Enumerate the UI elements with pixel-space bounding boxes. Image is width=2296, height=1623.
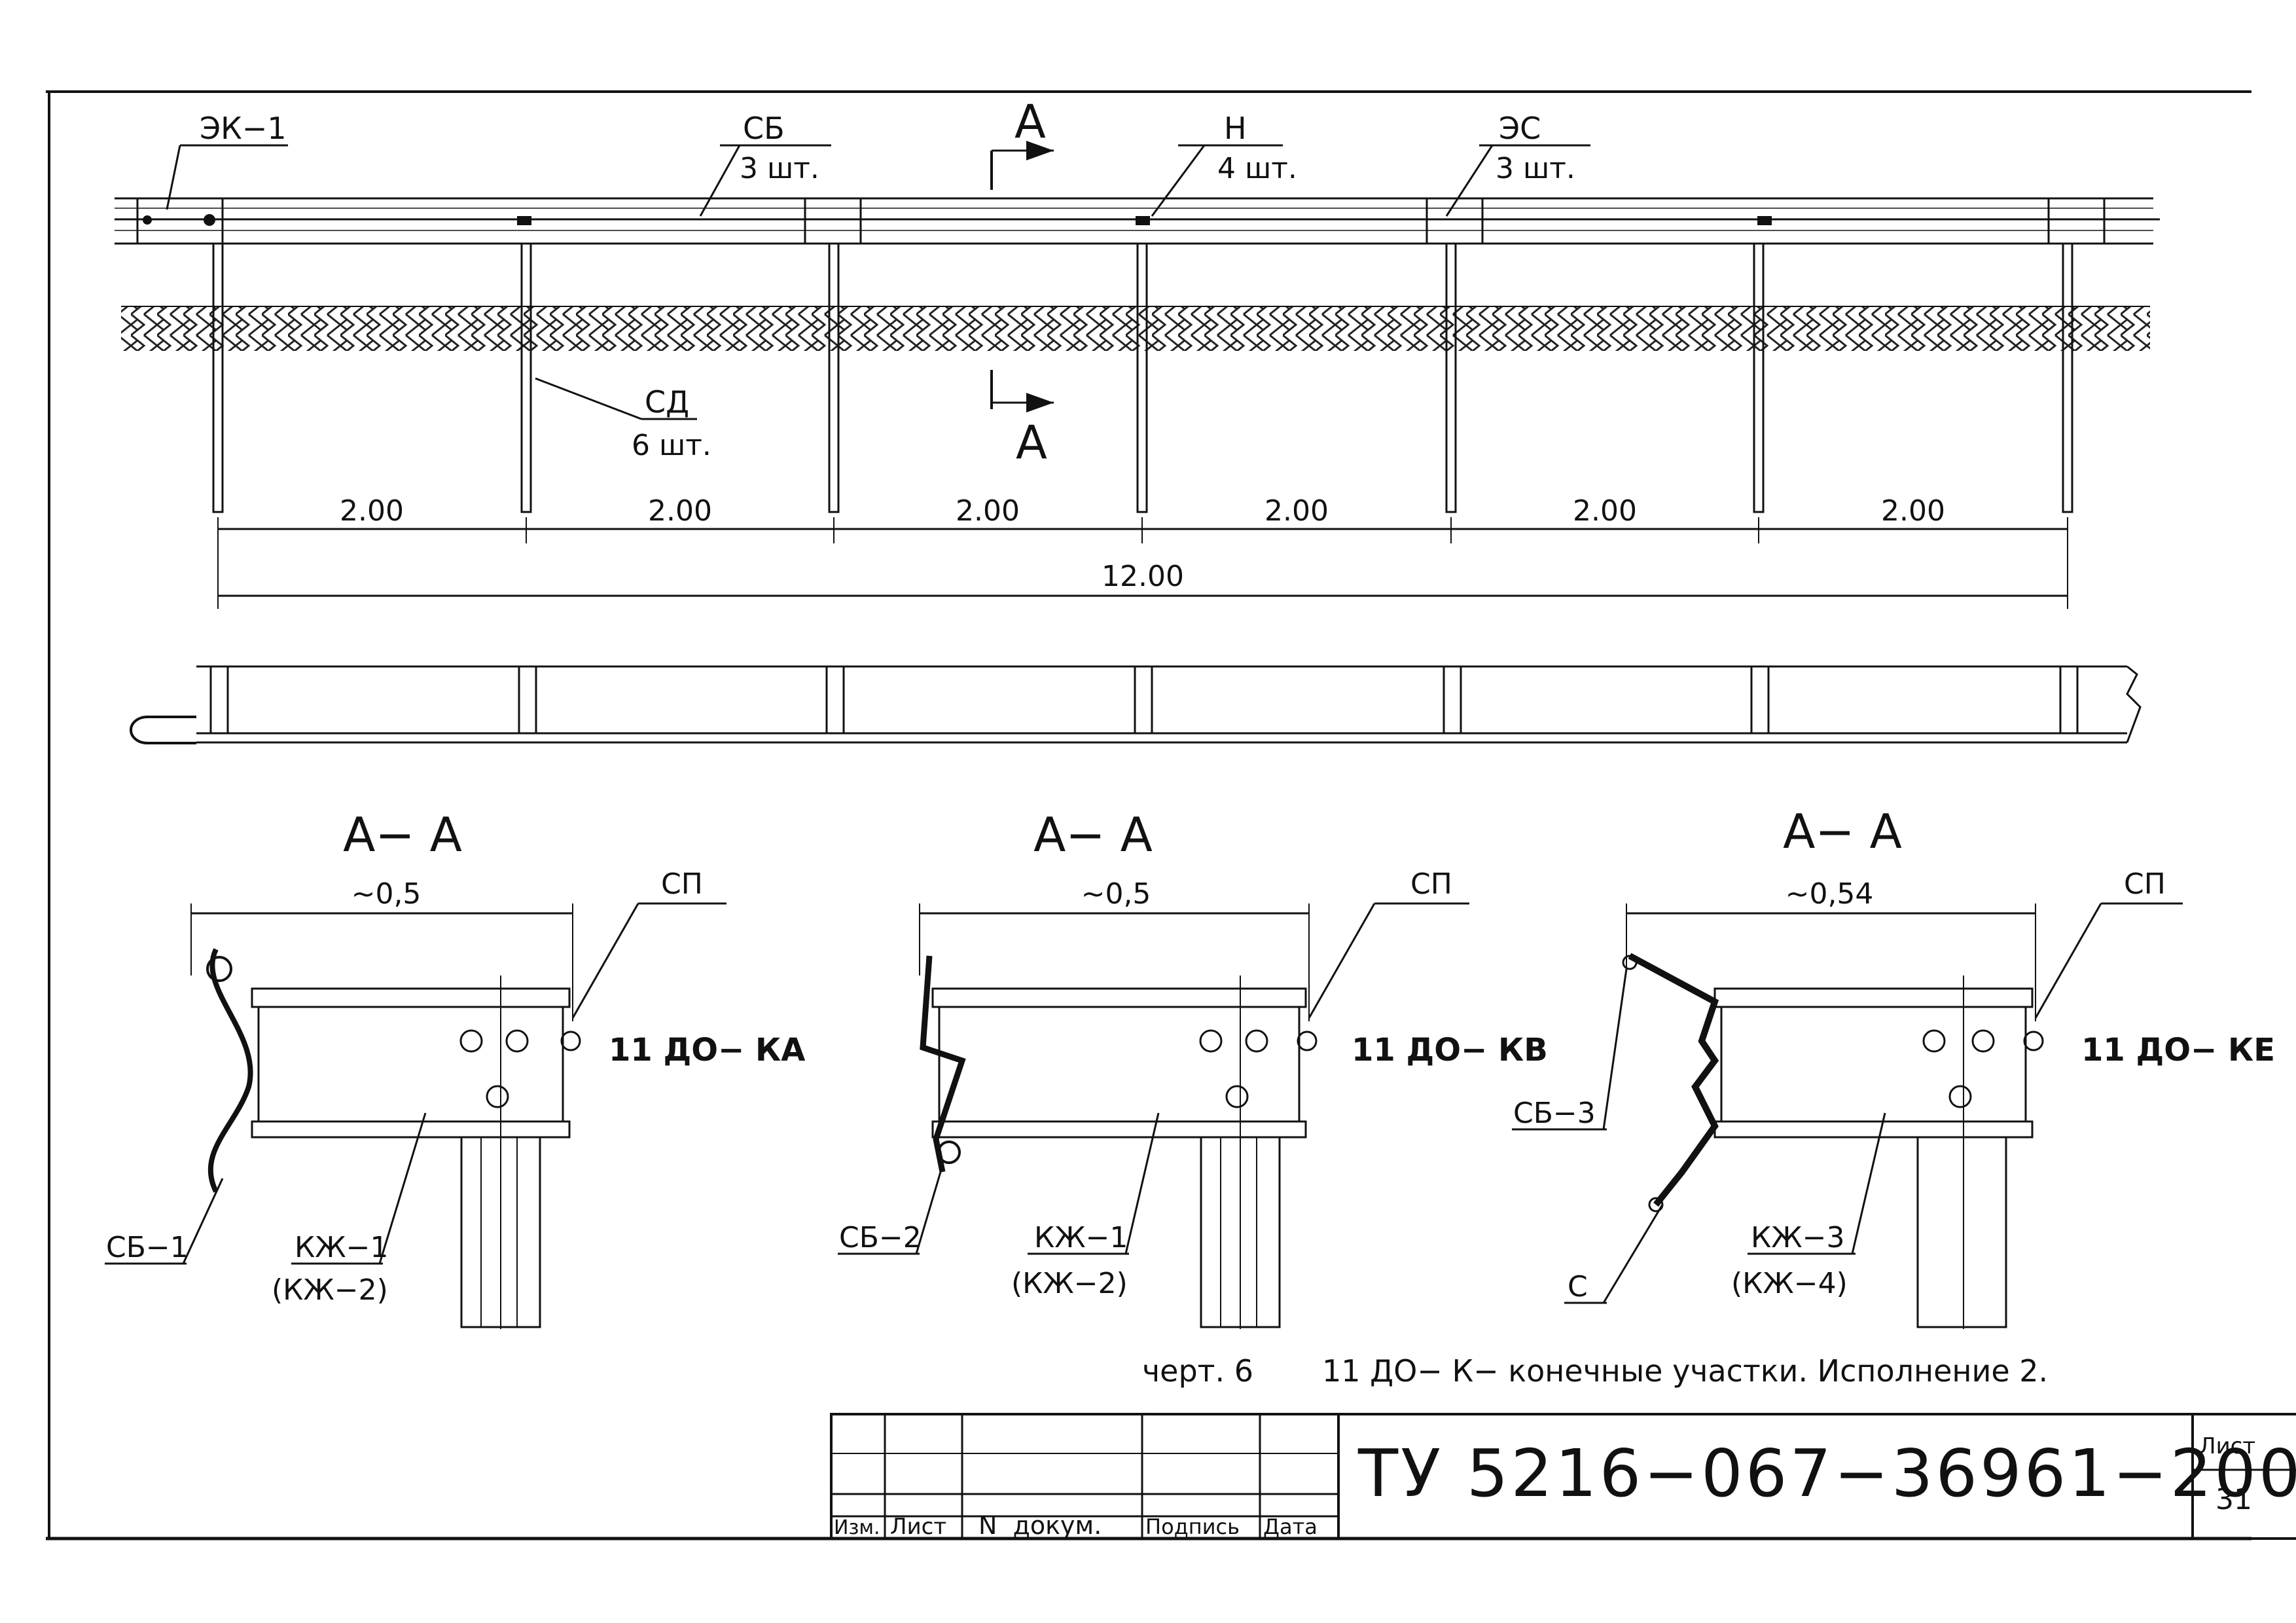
dim-total: 12.00 xyxy=(1102,560,1184,593)
callout-n: Н 4 шт. xyxy=(1151,111,1297,217)
col-podpis: Подпись xyxy=(1145,1514,1240,1539)
dim-span-2: 2.00 xyxy=(648,494,712,528)
col-doc: N докум. xyxy=(978,1511,1102,1540)
section-ke-console: КЖ−3 xyxy=(1751,1221,1845,1254)
dimension-chain: 2.00 2.00 2.00 2.00 2.00 2.00 12.00 xyxy=(217,494,2068,609)
label-sb: СБ xyxy=(743,111,785,146)
posts xyxy=(212,242,2073,513)
label-es: ЭС xyxy=(1499,111,1541,146)
section-ka-code: 11 ДО− КА xyxy=(609,1032,805,1068)
section-ka-beam: СБ−1 xyxy=(106,1231,188,1264)
sheet-label: Лист xyxy=(2199,1433,2255,1459)
section-ke-beam: СБ−3 xyxy=(1513,1097,1596,1130)
dim-span-5: 2.00 xyxy=(1573,494,1637,528)
section-marker-bottom: А xyxy=(990,370,1054,469)
guard-rail-beam xyxy=(115,197,2160,245)
label-ek1: ЭК−1 xyxy=(200,111,287,146)
dim-span-3: 2.00 xyxy=(956,494,1020,528)
callout-sb: СБ 3 шт. xyxy=(699,111,831,217)
section-ka-title: А− А xyxy=(343,807,462,862)
section-kv-console-alt: (КЖ−2) xyxy=(1011,1267,1128,1300)
section-kv-beam: СБ−2 xyxy=(839,1221,922,1254)
section-ka: А− А ~0,5 СП 11 ДО− КА СБ−1 КЖ−1 (КЖ−2) xyxy=(105,807,805,1329)
sheet-number: 31 xyxy=(2215,1483,2252,1516)
section-ke-code: 11 ДО− КЕ xyxy=(2081,1032,2275,1068)
dim-span-1: 2.00 xyxy=(340,494,404,528)
drawing-caption: черт. 6 11 ДО− К− конечные участки. Испо… xyxy=(1142,1353,2048,1389)
callout-es: ЭС 3 шт. xyxy=(1445,111,1590,217)
label-sd-qty: 6 шт. xyxy=(632,429,711,462)
section-ka-sp: СП xyxy=(661,867,703,901)
caption-sheet-ref: черт. 6 xyxy=(1142,1353,1253,1389)
section-ka-console: КЖ−1 xyxy=(295,1231,389,1264)
ground-hatch xyxy=(121,306,2150,351)
dim-span-4: 2.00 xyxy=(1265,494,1329,528)
section-kv-width: ~0,5 xyxy=(1081,877,1151,911)
caption-text: 11 ДО− К− конечные участки. Исполнение 2… xyxy=(1322,1353,2048,1389)
section-ke-console-alt: (КЖ−4) xyxy=(1731,1267,1848,1300)
section-ke: А− А ~0,54 СП 11 ДО− КЕ СБ−3 С КЖ−3 (КЖ−… xyxy=(1512,804,2275,1329)
col-izm: Изм. xyxy=(834,1516,880,1539)
label-sb-qty: 3 шт. xyxy=(740,152,819,185)
section-kv: А− А ~0,5 СП 11 ДО− КВ СБ−2 КЖ−1 (КЖ−2) xyxy=(838,807,1548,1329)
section-marker-top: А xyxy=(990,95,1054,190)
section-ka-width: ~0,5 xyxy=(351,877,422,911)
section-ke-extra: С xyxy=(1568,1270,1588,1304)
label-es-qty: 3 шт. xyxy=(1496,152,1575,185)
elevation-view: ЭК−1 СБ 3 шт. Н 4 шт. ЭС 3 шт. СД 6 шт. xyxy=(115,95,2160,609)
dim-span-6: 2.00 xyxy=(1881,494,1945,528)
callout-ek1: ЭК−1 xyxy=(166,111,288,210)
section-ke-width: ~0,54 xyxy=(1785,877,1874,911)
plan-view xyxy=(130,665,2142,744)
section-kv-code: 11 ДО− КВ xyxy=(1352,1032,1548,1068)
label-n-qty: 4 шт. xyxy=(1217,152,1297,185)
col-list: Лист xyxy=(890,1514,946,1540)
section-ke-sp: СП xyxy=(2124,867,2166,901)
document-code: ТУ 5216−067−36961−2002 xyxy=(1357,1435,2296,1512)
section-kv-sp: СП xyxy=(1410,867,1452,901)
label-sd: СД xyxy=(645,384,689,420)
label-n: Н xyxy=(1224,111,1247,146)
title-block: Изм. Лист N докум. Подпись Дата ТУ 5216−… xyxy=(830,1413,2296,1540)
col-data: Дата xyxy=(1263,1514,1318,1539)
section-kv-console: КЖ−1 xyxy=(1034,1221,1128,1254)
section-ka-console-alt: (КЖ−2) xyxy=(272,1273,388,1307)
callout-sd: СД 6 шт. xyxy=(535,377,711,462)
section-ke-title: А− А xyxy=(1783,804,1902,859)
section-letter-top: А xyxy=(1014,95,1046,149)
section-kv-title: А− А xyxy=(1033,807,1153,862)
section-letter-bottom: А xyxy=(1016,416,1047,469)
